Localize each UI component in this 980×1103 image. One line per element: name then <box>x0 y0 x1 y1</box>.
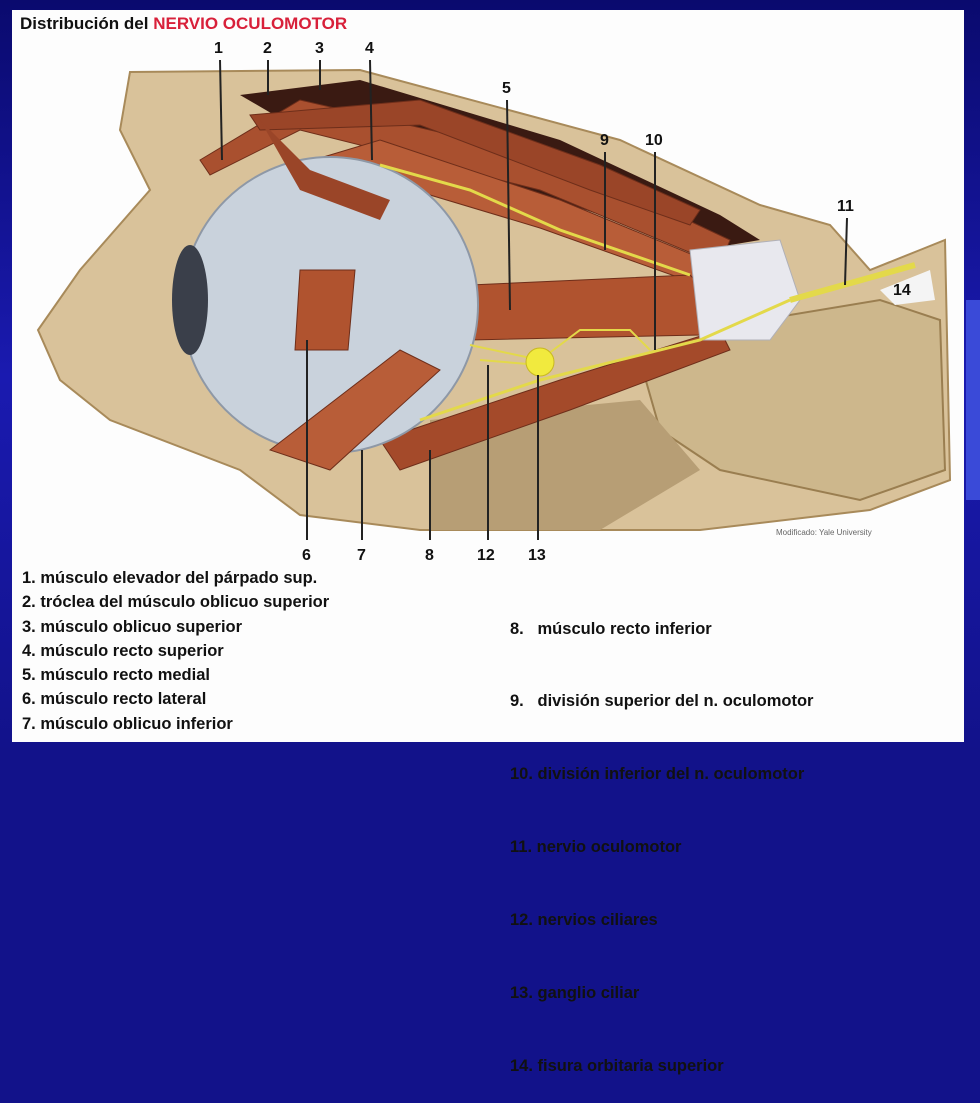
legend-item: 2. tróclea del músculo oblicuo superior <box>22 593 330 612</box>
label-4: 4 <box>365 40 374 57</box>
leader-lines <box>219 59 848 540</box>
legend-item: 6. músculo recto lateral <box>22 690 207 709</box>
legend-item: 5. músculo recto medial <box>22 666 210 685</box>
legend-item: 8. músculo recto inferior <box>510 619 712 638</box>
label-6: 6 <box>302 547 311 564</box>
legend-item: 11. nervio oculomotor <box>510 838 682 857</box>
legend-item: 4. músculo recto superior <box>22 641 224 660</box>
label-14: 14 <box>893 282 911 299</box>
label-13: 13 <box>528 547 546 564</box>
slide-title: Distribución del NERVIO OCULOMOTOR <box>20 14 347 34</box>
cornea <box>172 245 208 355</box>
legend-item: 9. división superior del n. oculomotor <box>510 692 814 711</box>
legend-item: 12. nervios ciliares <box>510 911 658 930</box>
frame-accent <box>966 300 980 500</box>
superior-oblique-tendon <box>260 120 390 220</box>
title-prefix: Distribución del <box>20 14 149 33</box>
legend-item: 14. fisura orbitaria superior <box>510 1056 724 1075</box>
superior-division-nerve <box>379 163 691 277</box>
label-2: 2 <box>263 40 272 57</box>
legend-item: 1. músculo elevador del párpado sup. <box>22 569 318 587</box>
legend-item: 7. músculo oblicuo inferior <box>22 714 233 733</box>
inferior-division-nerve <box>419 298 791 422</box>
label-9: 9 <box>600 132 609 149</box>
label-3: 3 <box>315 40 324 57</box>
common-tendinous-ring <box>689 239 801 341</box>
label-10: 10 <box>645 132 663 149</box>
image-credit: Modificado: Yale University <box>776 528 872 537</box>
label-11: 11 <box>837 198 854 215</box>
superior-orbital-fissure <box>880 270 935 305</box>
orbit-illustration <box>36 59 952 540</box>
legend-item: 13. ganglio ciliar <box>510 984 640 1003</box>
ciliary-ganglion <box>525 347 555 377</box>
label-5: 5 <box>502 80 511 97</box>
title-highlight: NERVIO OCULOMOTOR <box>153 14 348 33</box>
label-12: 12 <box>477 547 495 564</box>
oculomotor-nerve <box>789 262 916 303</box>
legend-left: 1. músculo elevador del párpado sup. 2. … <box>22 566 329 736</box>
legend-right: 8. músculo recto inferior 9. división su… <box>510 568 813 1103</box>
label-1: 1 <box>214 40 223 57</box>
label-7: 7 <box>357 547 366 564</box>
lateral-rectus <box>294 269 356 351</box>
inferior-oblique <box>268 349 441 471</box>
label-8: 8 <box>425 547 434 564</box>
inferior-rectus <box>379 329 731 471</box>
legend-item: 3. músculo oblicuo superior <box>22 617 243 636</box>
legend-item: 10. división inferior del n. oculomotor <box>510 765 805 784</box>
